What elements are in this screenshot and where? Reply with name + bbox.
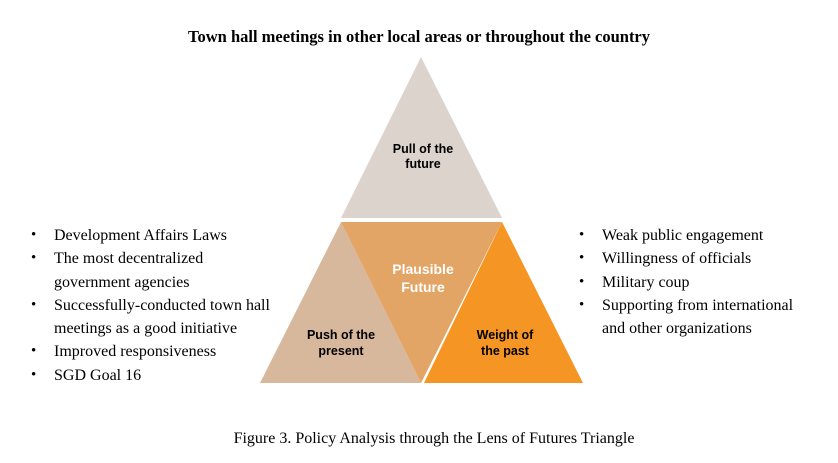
list-item: Weak public engagement: [578, 224, 803, 248]
figure-caption: Figure 3. Policy Analysis through the Le…: [233, 430, 635, 447]
right-label-line2: the past: [481, 344, 530, 358]
push-of-the-present-triangle: [260, 222, 421, 383]
diagram-title: Town hall meetings in other local areas …: [187, 27, 651, 46]
list-item: Development Affairs Laws: [30, 224, 275, 248]
right-bullet-list: Weak public engagement Willingness of of…: [578, 224, 803, 340]
left-label-line2: present: [318, 344, 364, 358]
list-item: The most decentralized government agenci…: [30, 247, 275, 294]
list-item: Supporting from international and other …: [578, 294, 803, 341]
list-item: Military coup: [578, 271, 803, 295]
center-label-line1: Plausible: [392, 261, 454, 277]
left-bullet-list: Development Affairs Laws The most decent…: [30, 224, 275, 387]
list-item: Successfully-conducted town hall meeting…: [30, 294, 275, 341]
right-label-line1: Weight of: [477, 328, 535, 342]
list-item: SGD Goal 16: [30, 364, 275, 388]
top-label-line1: Pull of the: [393, 142, 453, 156]
left-label-line1: Push of the: [307, 328, 375, 342]
pull-of-the-future-triangle: [341, 57, 502, 218]
center-label-line2: Future: [401, 279, 445, 295]
plausible-future-triangle: [341, 222, 502, 383]
list-item: Improved responsiveness: [30, 340, 275, 364]
list-item: Willingness of officials: [578, 247, 803, 271]
weight-of-the-past-triangle: [424, 222, 583, 383]
top-label-line2: future: [405, 157, 440, 171]
